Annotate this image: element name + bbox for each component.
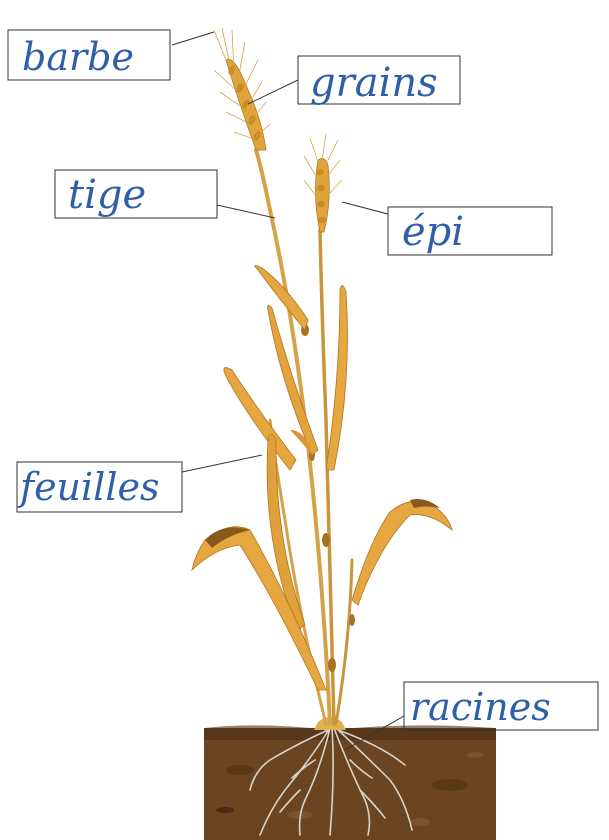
label-tige-text: tige bbox=[68, 172, 146, 218]
leaf-lower-left bbox=[192, 527, 326, 690]
label-epi: épi bbox=[388, 207, 552, 255]
leader-tige bbox=[217, 205, 275, 218]
label-barbe: barbe bbox=[8, 30, 170, 80]
label-racines: racines bbox=[404, 682, 598, 730]
label-grains-text: grains bbox=[310, 60, 438, 106]
leader-epi bbox=[342, 202, 388, 214]
ear-second bbox=[304, 134, 342, 232]
label-barbe-text: barbe bbox=[22, 35, 134, 79]
soil bbox=[204, 725, 496, 840]
label-feuilles-text: feuilles bbox=[17, 465, 159, 509]
side-tiller-2 bbox=[336, 560, 352, 724]
label-feuilles: feuilles bbox=[17, 462, 182, 512]
label-racines-text: racines bbox=[410, 685, 551, 729]
label-epi-text: épi bbox=[402, 209, 464, 255]
label-grains: grains bbox=[298, 56, 460, 106]
leaf-lower-right bbox=[352, 501, 452, 605]
leader-feuilles bbox=[182, 455, 262, 472]
leader-barbe bbox=[172, 32, 214, 45]
leaf-upper-right bbox=[326, 285, 348, 470]
ear-main bbox=[214, 28, 270, 150]
label-tige: tige bbox=[55, 170, 217, 218]
